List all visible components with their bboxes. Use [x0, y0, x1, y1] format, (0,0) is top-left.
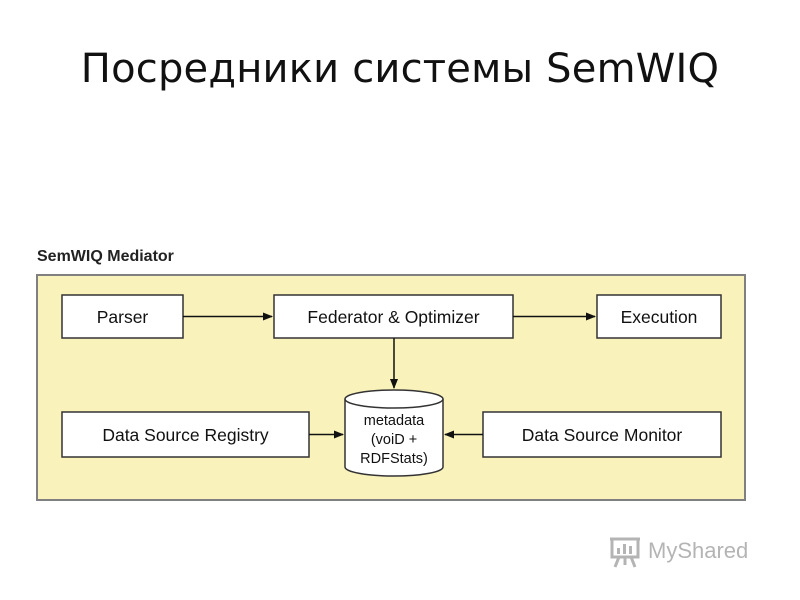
watermark-text: MyShared	[648, 538, 749, 563]
mediator-title: SemWIQ Mediator	[37, 248, 174, 265]
slide-title: Посредники системы SemWIQ	[80, 46, 720, 92]
execution-label: Execution	[621, 307, 698, 327]
data-source-monitor-box: Data Source Monitor	[482, 411, 722, 458]
metadata-label-line3: RDFStats)	[360, 451, 428, 467]
data-source-monitor-label: Data Source Monitor	[522, 425, 683, 445]
federator-optimizer-label: Federator & Optimizer	[307, 307, 479, 327]
federator-optimizer-box: Federator & Optimizer	[273, 294, 514, 339]
presentation-board-icon	[610, 537, 640, 568]
metadata-label-line1: metadata	[364, 413, 425, 429]
parser-label: Parser	[97, 307, 149, 327]
data-source-registry-label: Data Source Registry	[102, 425, 269, 445]
parser-box: Parser	[61, 294, 184, 339]
metadata-label-line2: (voiD +	[371, 432, 417, 448]
myshared-watermark: MyShared	[608, 533, 768, 573]
data-source-registry-box: Data Source Registry	[61, 411, 310, 458]
metadata-store-cylinder: metadata (voiD + RDFStats)	[344, 389, 444, 477]
execution-box: Execution	[596, 294, 722, 339]
